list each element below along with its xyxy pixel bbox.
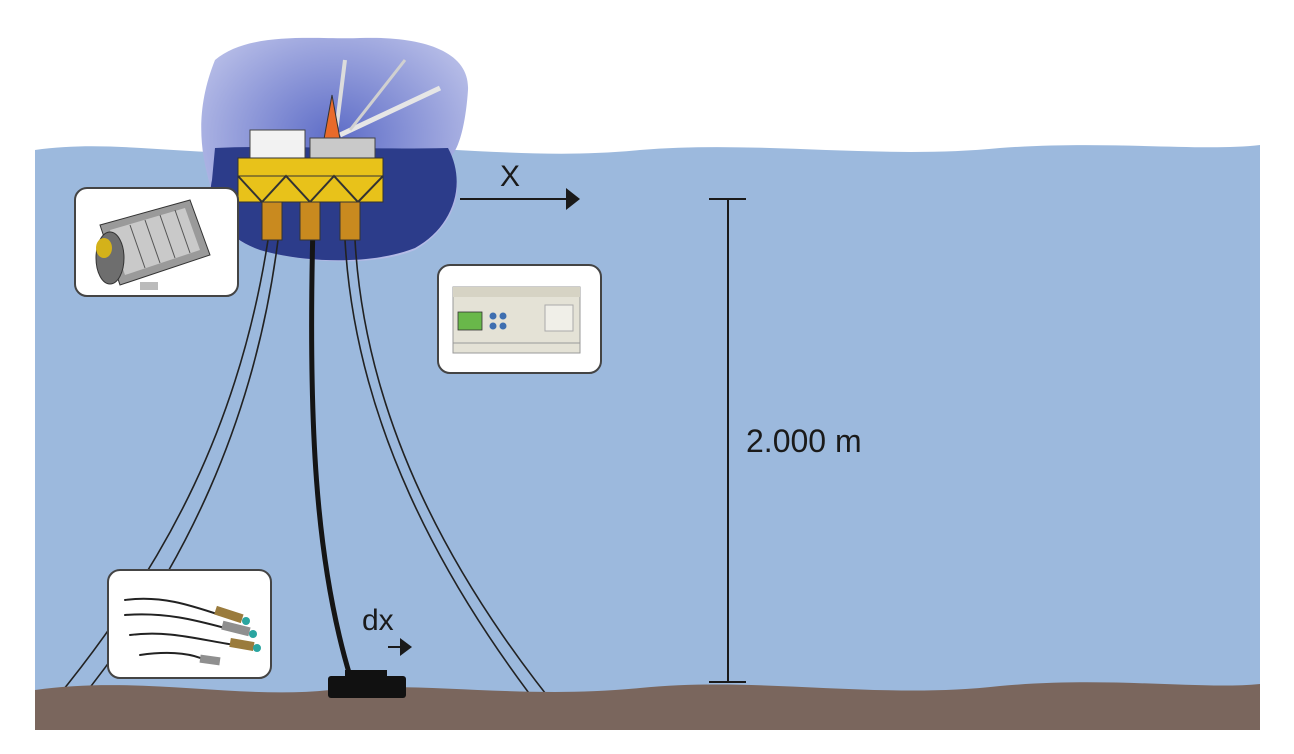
sea bbox=[35, 145, 1260, 700]
motor-icon bbox=[95, 199, 211, 290]
platform-motion-arrow bbox=[460, 188, 580, 210]
platform-motion-label: X bbox=[500, 160, 520, 193]
motor-inset bbox=[74, 187, 239, 297]
sensors-inset bbox=[107, 569, 272, 679]
water-depth-label: 2.000 m bbox=[746, 423, 862, 459]
mooring-lines-right bbox=[344, 239, 566, 719]
plc-controller-icon bbox=[452, 286, 581, 354]
wellhead bbox=[328, 670, 406, 698]
plc-inset bbox=[437, 264, 602, 374]
wellhead-offset-arrow bbox=[388, 638, 412, 656]
wellhead-offset-label: dx bbox=[362, 604, 394, 637]
riser bbox=[309, 224, 353, 677]
proximity-sensors-icon bbox=[124, 597, 261, 666]
depth-scale bbox=[709, 198, 746, 683]
platform bbox=[237, 59, 442, 241]
